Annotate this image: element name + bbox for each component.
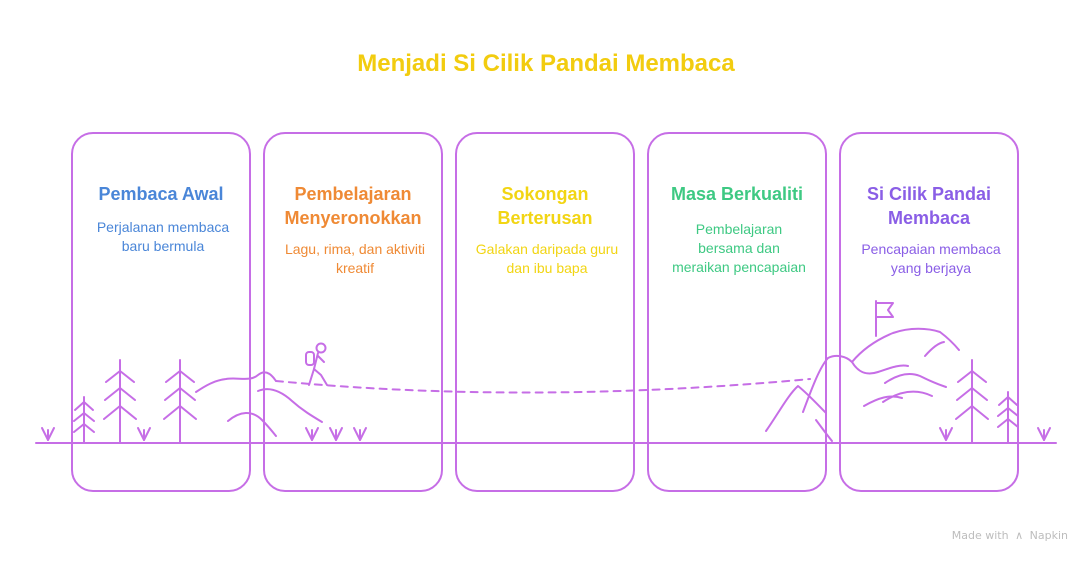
- stage-card-4: Masa Berkualiti Pembelajaran bersama dan…: [647, 132, 827, 492]
- stage-description: Galakan daripada guru dan ibu bapa: [467, 240, 627, 278]
- stage-description: Lagu, rima, dan aktiviti kreatif: [275, 240, 435, 278]
- stage-title-line: Sokongan: [501, 184, 589, 204]
- stage-title-line: Pembelajaran: [294, 184, 412, 204]
- stage-card-5: Si Cilik Pandai Membaca Pencapaian memba…: [839, 132, 1019, 492]
- watermark-brand: Napkin: [1029, 529, 1068, 542]
- grass-tuft-icon: [353, 427, 367, 441]
- mountain-icon: [851, 361, 909, 375]
- stage-card-1: Pembaca Awal Perjalanan membaca baru ber…: [71, 132, 251, 492]
- stage-title-line: Menyeronokkan: [284, 208, 422, 228]
- stage-title: Sokongan Berterusan: [457, 182, 633, 230]
- stage-description-line: meraikan pencapaian: [672, 259, 806, 275]
- pine-tree-icon: [955, 359, 989, 444]
- grass-tuft-icon: [1037, 427, 1051, 441]
- stage-title-line: Si Cilik Pandai: [866, 184, 992, 204]
- stage-description-line: Galakan daripada guru: [475, 241, 619, 257]
- mountain-icon: [863, 395, 903, 407]
- stage-card-3: Sokongan Berterusan Galakan daripada gur…: [455, 132, 635, 492]
- flag-icon: [875, 300, 894, 337]
- mountain-icon: [195, 371, 277, 393]
- stage-description-line: dan ibu bapa: [506, 260, 588, 276]
- mountain-icon: [815, 419, 833, 442]
- mountain-icon: [884, 373, 947, 388]
- stage-title-line: Berterusan: [497, 208, 593, 228]
- pine-tree-icon: [103, 359, 137, 444]
- grass-tuft-icon: [329, 427, 343, 441]
- stage-description-line: Pencapaian membaca: [861, 241, 1001, 257]
- stage-title: Si Cilik Pandai Membaca: [841, 182, 1017, 230]
- hiker-icon: [305, 342, 328, 386]
- journey-path: [275, 378, 811, 394]
- stage-title: Pembelajaran Menyeronokkan: [265, 182, 441, 230]
- stage-title: Masa Berkualiti: [649, 182, 825, 206]
- grass-tuft-icon: [939, 427, 953, 441]
- stage-description-line: Perjalanan membaca: [96, 219, 230, 235]
- stage-title-line: Pembaca Awal: [98, 184, 224, 204]
- mountain-icon: [765, 385, 827, 432]
- stage-title-line: Membaca: [887, 208, 971, 228]
- stage-description-line: baru bermula: [121, 238, 205, 254]
- pine-tree-icon: [163, 359, 197, 444]
- watermark-prefix: Made with: [951, 529, 1009, 542]
- stage-card-2: Pembelajaran Menyeronokkan Lagu, rima, d…: [263, 132, 443, 492]
- grass-tuft-icon: [41, 427, 55, 441]
- stage-title-line: Masa Berkualiti: [670, 184, 804, 204]
- stage-description-line: Lagu, rima, dan aktiviti: [284, 241, 426, 257]
- stage-description: Pembelajaran bersama dan meraikan pencap…: [659, 220, 819, 277]
- stage-description-line: kreatif: [335, 260, 375, 276]
- mountain-icon: [882, 390, 933, 403]
- mountain-icon: [227, 412, 277, 437]
- diagram-title: Menjadi Si Cilik Pandai Membaca: [357, 50, 735, 77]
- mountain-icon: [802, 327, 960, 413]
- mountain-icon: [257, 388, 323, 423]
- stage-description-line: yang berjaya: [890, 260, 972, 276]
- napkin-watermark: Made with ∧ Napkin: [952, 529, 1068, 542]
- stage-description-line: bersama dan: [698, 240, 780, 256]
- grass-tuft-icon: [305, 427, 319, 441]
- pine-tree-icon: [997, 391, 1019, 444]
- stage-description: Perjalanan membaca baru bermula: [83, 218, 243, 256]
- mountain-icon: [924, 341, 945, 357]
- stage-description: Pencapaian membaca yang berjaya: [851, 240, 1011, 278]
- napkin-logo-icon: ∧: [1015, 529, 1024, 542]
- grass-tuft-icon: [137, 427, 151, 441]
- pine-tree-icon: [73, 396, 95, 444]
- stage-title: Pembaca Awal: [73, 182, 249, 206]
- stage-description-line: Pembelajaran: [695, 221, 783, 237]
